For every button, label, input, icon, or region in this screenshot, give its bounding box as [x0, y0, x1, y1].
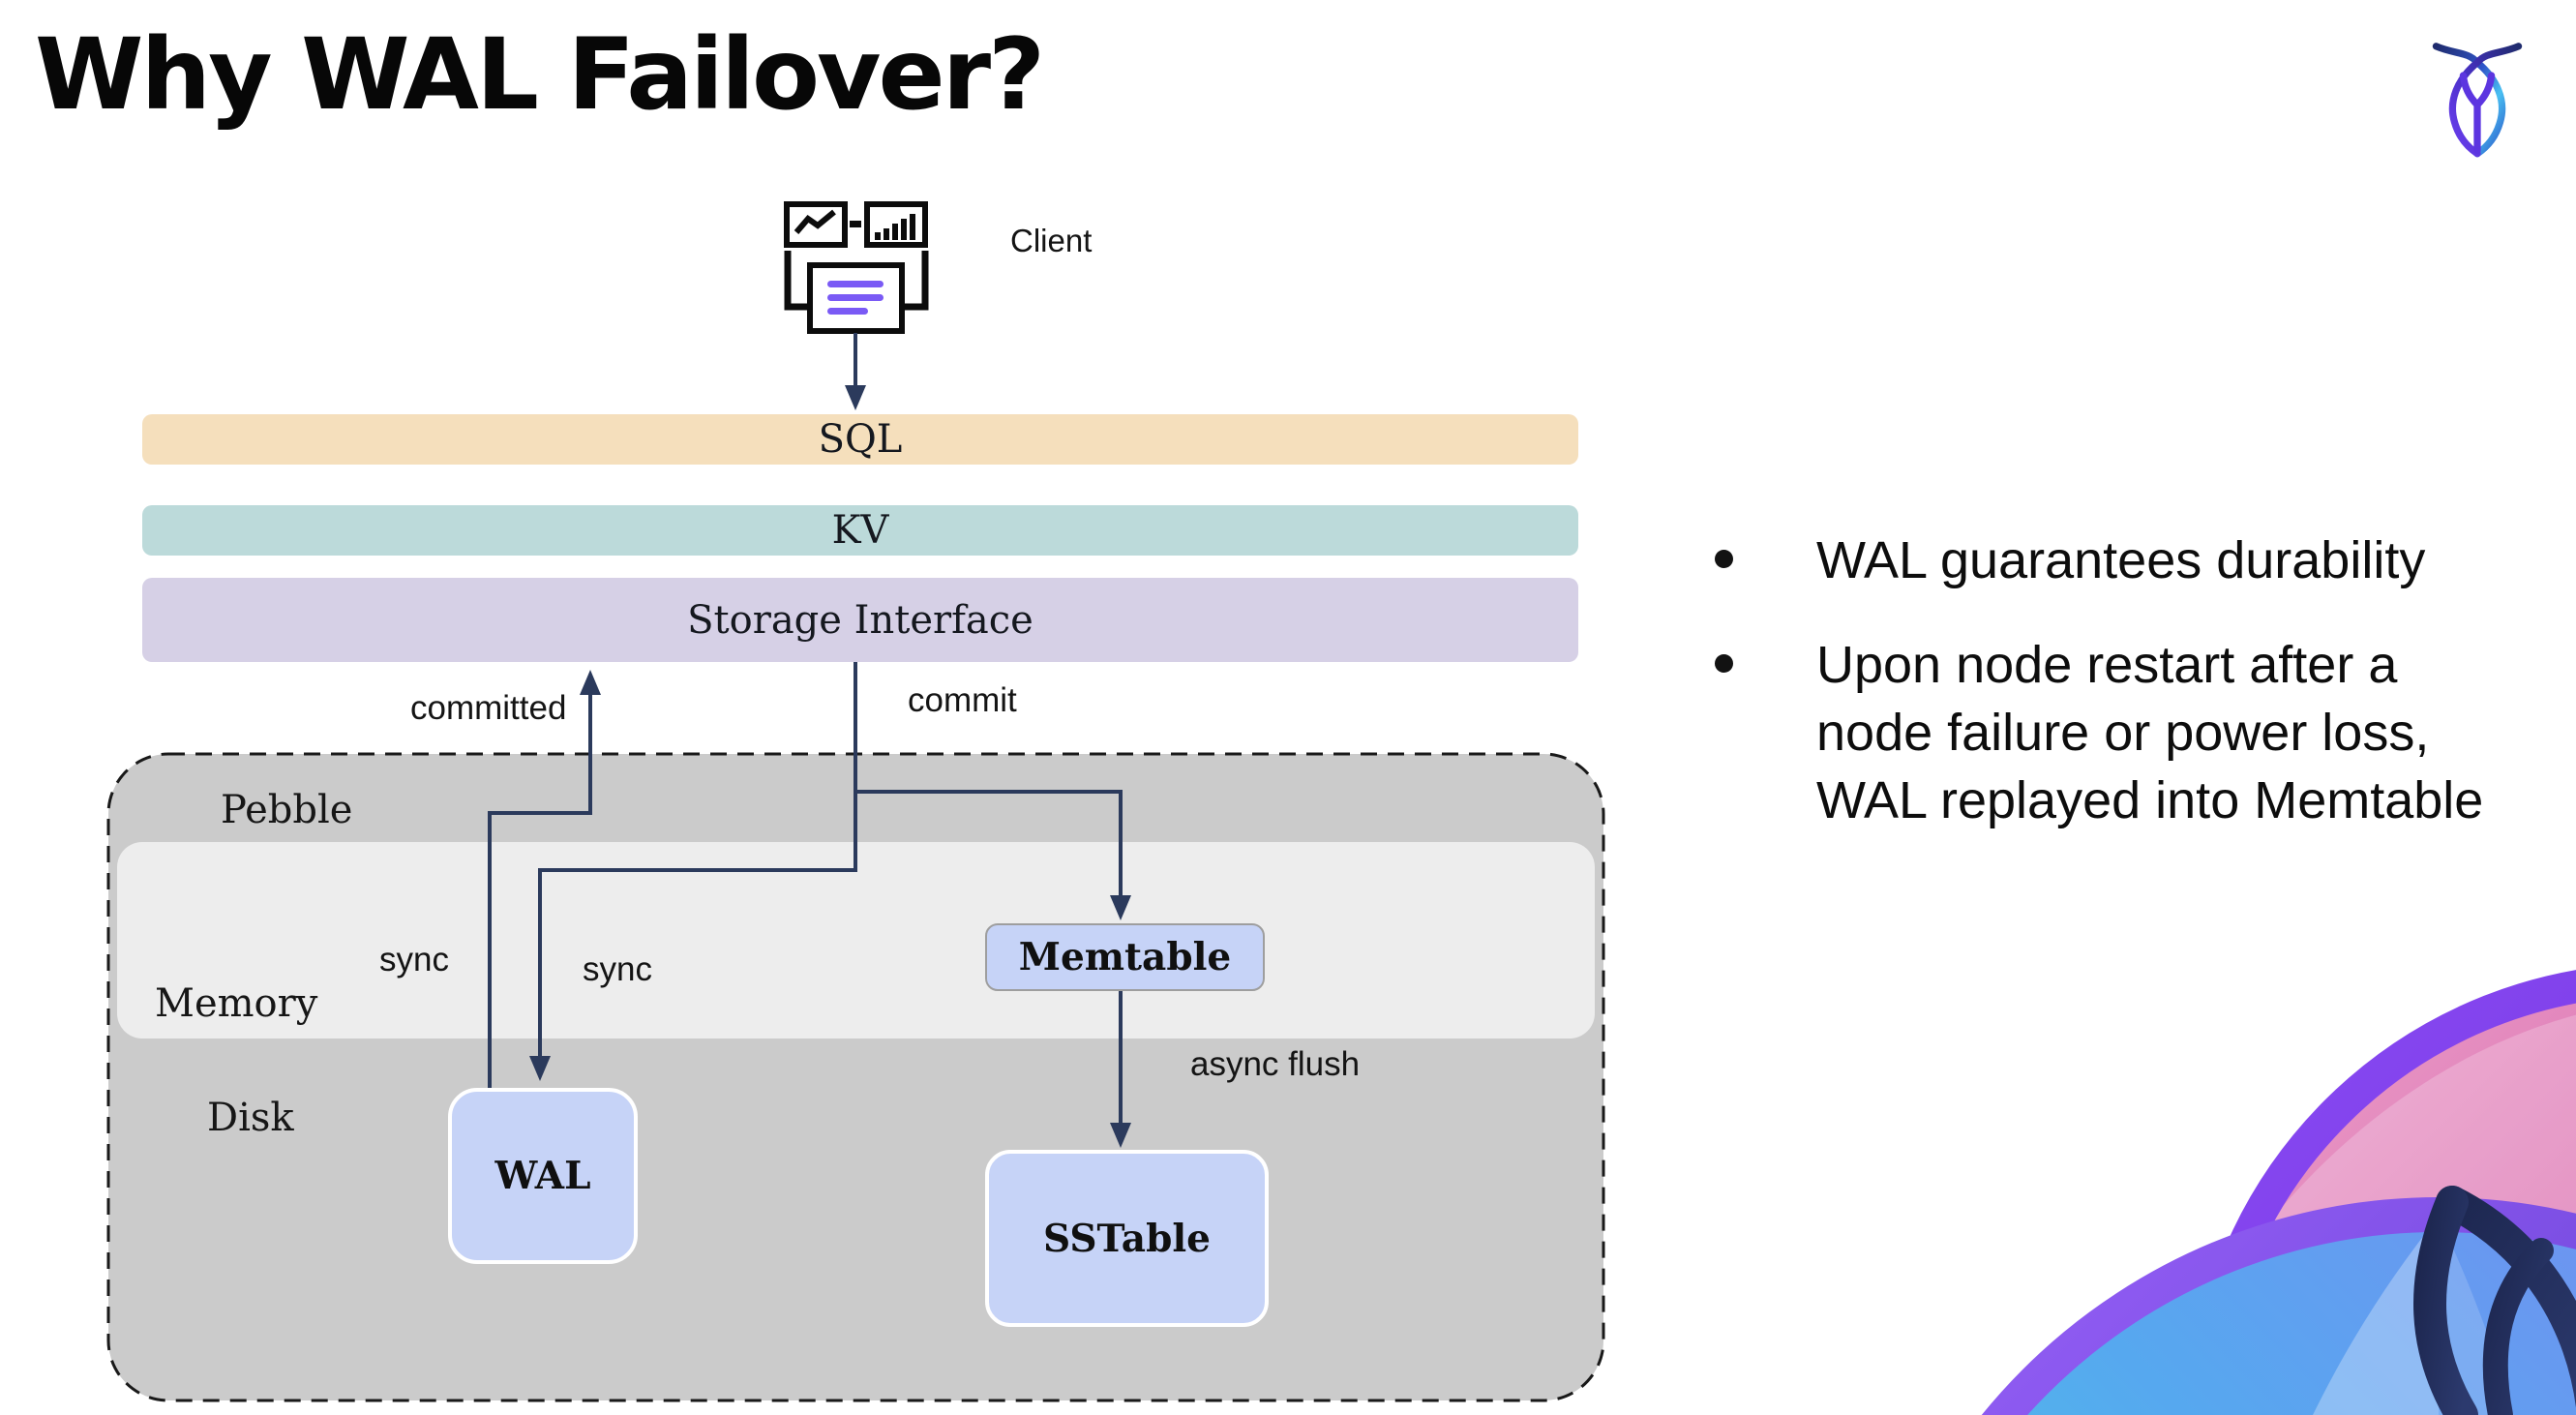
bar-chart-icon [864, 201, 928, 248]
sql-layer-label: SQL [818, 417, 903, 462]
storage-interface-label: Storage Interface [687, 597, 1033, 643]
kv-layer: KV [142, 505, 1578, 556]
bullet-text: Upon node restart after a node failure o… [1816, 636, 2484, 829]
disk-label: Disk [207, 1096, 294, 1140]
decorative-brand-graphic [1982, 970, 2576, 1415]
bullet-text: WAL guarantees durability [1816, 531, 2426, 589]
line-chart-icon [784, 201, 848, 248]
committed-edge-label: committed [410, 689, 567, 727]
memtable-label: Memtable [1018, 935, 1232, 979]
memory-label: Memory [155, 981, 318, 1026]
kv-layer-label: KV [831, 508, 889, 553]
bullet-list: WAL guarantees durability Upon node rest… [1715, 527, 2528, 871]
cockroachdb-logo-icon [2432, 43, 2523, 158]
commit-edge-label: commit [908, 681, 1017, 719]
client-label: Client [1010, 223, 1093, 258]
page-title: Why WAL Failover? [35, 17, 1045, 133]
sync-left-edge-label: sync [379, 941, 449, 978]
memtable-node: Memtable [985, 923, 1265, 991]
wal-label: WAL [494, 1154, 591, 1198]
list-item: Upon node restart after a node failure o… [1715, 631, 2528, 834]
wal-node: WAL [448, 1088, 638, 1264]
memory-zone [117, 842, 1595, 1039]
async-flush-edge-label: async flush [1190, 1045, 1361, 1083]
sstable-label: SSTable [1043, 1216, 1211, 1261]
bullet-dot-icon [1715, 654, 1733, 673]
sql-layer: SQL [142, 414, 1578, 465]
bracket-icon [784, 251, 929, 311]
bullet-dot-icon [1715, 550, 1733, 568]
sync-right-edge-label: sync [583, 950, 652, 988]
dash-connector-icon [850, 221, 861, 227]
pebble-label: Pebble [221, 788, 353, 832]
sstable-node: SSTable [985, 1150, 1269, 1327]
document-icon [807, 262, 905, 334]
edge-client-to-sql [845, 333, 866, 410]
client-icon [784, 201, 929, 334]
storage-interface-layer: Storage Interface [142, 578, 1578, 662]
list-item: WAL guarantees durability [1715, 527, 2528, 594]
